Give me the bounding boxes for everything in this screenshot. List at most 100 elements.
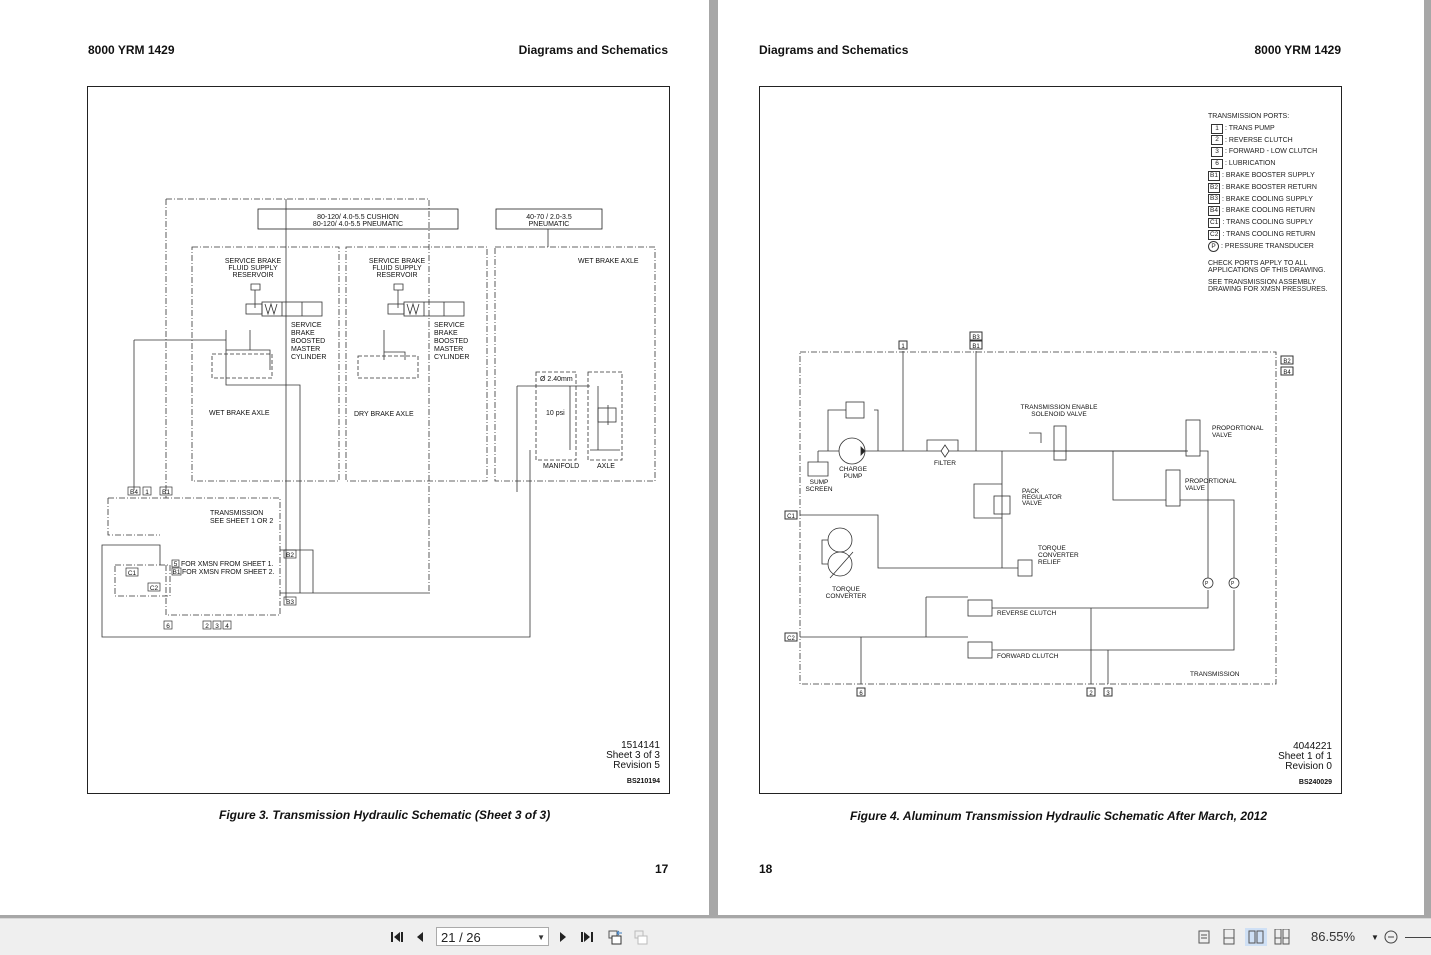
master-cylinder-label: BRAKE xyxy=(291,330,315,337)
torque-converter-icon xyxy=(827,527,853,553)
single-page-icon xyxy=(1198,930,1210,944)
legend-title: TRANSMISSION PORTS: xyxy=(1208,113,1290,120)
svg-text:B3: B3 xyxy=(972,335,980,341)
port-5: 5 xyxy=(171,559,180,568)
svg-text:3: 3 xyxy=(215,623,219,630)
legend-description: : TRANS COOLING RETURN xyxy=(1222,230,1316,238)
svg-text:4: 4 xyxy=(225,623,229,630)
last-page-button[interactable] xyxy=(578,928,596,946)
legend-item: B2: BRAKE BOOSTER RETURN xyxy=(1208,182,1328,194)
forward-clutch-icon xyxy=(967,641,993,659)
svg-text:5: 5 xyxy=(174,561,178,568)
previous-page-button[interactable] xyxy=(412,928,428,946)
pressure-label-2: 80-120/ 4.0-5.5 PNEUMATIC xyxy=(313,221,403,228)
pressure-label-4: PNEUMATIC xyxy=(529,221,570,228)
legend-description: : BRAKE BOOSTER RETURN xyxy=(1222,183,1317,191)
transmission-label: SEE SHEET 1 OR 2 xyxy=(210,518,273,525)
port-b2: B2 xyxy=(283,549,297,559)
legend-description: : LUBRICATION xyxy=(1225,160,1276,168)
master-cylinder-label: BOOSTED xyxy=(291,338,325,345)
legend-item: P: PRESSURE TRANSDUCER xyxy=(1208,241,1328,253)
reservoir-label: FLUID SUPPLY xyxy=(228,265,278,272)
relief-valve-icon xyxy=(845,401,865,419)
master-cylinder-label: BOOSTED xyxy=(434,338,468,345)
document-page-18: Diagrams and Schematics 8000 YRM 1429 TR… xyxy=(718,0,1424,915)
pack-regulator-label: REGULATOR xyxy=(1022,494,1062,501)
p-label: P xyxy=(1231,581,1235,587)
pressure-transducer-icon xyxy=(1202,577,1214,589)
port-symbol: 3 xyxy=(1211,147,1223,158)
svg-text:B4: B4 xyxy=(1283,370,1291,376)
legend-description: : TRANS PUMP xyxy=(1225,124,1275,132)
wet-brake-axle-label: WET BRAKE AXLE xyxy=(209,410,270,417)
next-page-button[interactable] xyxy=(555,928,571,946)
drawing-number: 4044221 xyxy=(1293,741,1332,752)
sump-screen-label: SUMP xyxy=(810,479,829,486)
wet-brake-axle-box xyxy=(191,246,340,482)
master-cylinder-label: SERVICE xyxy=(291,322,322,329)
port-symbol: C1 xyxy=(1208,218,1221,229)
orifice-label: Ø 2.40mm xyxy=(540,376,573,383)
legend-description: : TRANS COOLING SUPPLY xyxy=(1222,219,1314,227)
proportional-valve-label: VALVE xyxy=(1185,485,1206,492)
figure-caption: Figure 4. Aluminum Transmission Hydrauli… xyxy=(850,809,1268,823)
pressure-transducer-icon xyxy=(1228,577,1240,589)
svg-text:C1: C1 xyxy=(787,514,795,520)
page-dropdown-icon[interactable]: ▼ xyxy=(537,933,545,942)
drawing-info: 1514141 Sheet 3 of 3 Revision 5 xyxy=(606,741,660,771)
port-6: 6 xyxy=(856,687,866,697)
first-page-button[interactable] xyxy=(388,928,406,946)
proportional-valve-icon xyxy=(1185,419,1201,457)
zoom-slider[interactable] xyxy=(1405,937,1431,938)
torque-converter-relief-icon xyxy=(1017,559,1033,577)
reservoir-label: RESERVOIR xyxy=(232,272,273,279)
charge-pump-label: CHARGE xyxy=(839,466,867,473)
transmission-label: TRANSMISSION xyxy=(1190,671,1240,678)
pack-regulator-valve-icon xyxy=(993,495,1011,515)
port-c1: C1 xyxy=(784,510,798,520)
reverse-clutch-icon xyxy=(967,599,993,617)
port-6: 6 xyxy=(163,620,173,630)
continuous-view-button[interactable] xyxy=(1219,928,1239,946)
port-symbol: B2 xyxy=(1208,182,1220,193)
svg-text:B2: B2 xyxy=(286,552,294,559)
single-page-view-button[interactable] xyxy=(1194,928,1214,946)
port-2: 2 xyxy=(1086,687,1096,697)
next-view-button[interactable] xyxy=(631,928,651,946)
last-page-icon xyxy=(581,932,593,942)
drawing-code: BS210194 xyxy=(626,778,660,785)
torque-converter-label: TORQUE xyxy=(832,586,860,593)
port-3: 3 xyxy=(212,620,222,630)
svg-text:6: 6 xyxy=(166,623,170,630)
facing-pages-icon xyxy=(1248,930,1264,944)
sheet-number: Sheet 1 of 1 xyxy=(1278,751,1332,762)
pack-regulator-label: VALVE xyxy=(1022,500,1043,507)
port-b4: B4 xyxy=(127,486,141,496)
zoom-out-button[interactable] xyxy=(1382,928,1400,946)
svg-text:C2: C2 xyxy=(787,636,795,642)
facing-view-button[interactable] xyxy=(1245,928,1267,946)
legend-item: C2: TRANS COOLING RETURN xyxy=(1208,229,1328,241)
svg-text:6: 6 xyxy=(859,691,863,697)
legend-item: 1: TRANS PUMP xyxy=(1208,123,1328,135)
reservoir-label: RESERVOIR xyxy=(376,272,417,279)
svg-text:2: 2 xyxy=(1089,691,1093,697)
svg-text:B1: B1 xyxy=(173,569,181,576)
first-page-icon xyxy=(391,932,403,942)
page-number-input[interactable]: 21 / 26 ▼ xyxy=(436,927,549,946)
torque-converter-relief-label: CONVERTER xyxy=(1038,552,1079,559)
continuous-facing-view-button[interactable] xyxy=(1272,928,1292,946)
wet-brake-axle-label: WET BRAKE AXLE xyxy=(578,258,639,265)
zoom-dropdown-button[interactable]: ▼ xyxy=(1370,928,1380,946)
port-b1-note: B1 xyxy=(171,567,182,576)
previous-view-button[interactable] xyxy=(605,928,625,946)
transmission-boundary xyxy=(799,351,1277,685)
port-c2: C2 xyxy=(784,632,798,642)
xmsn-note: FOR XMSN FROM SHEET 2. xyxy=(182,569,274,576)
proportional-valve-icon xyxy=(1165,469,1181,507)
filter-label: FILTER xyxy=(934,460,956,467)
zoom-level[interactable]: 86.55% xyxy=(1311,929,1356,944)
port-4: 4 xyxy=(222,620,232,630)
port-b2: B2 xyxy=(1280,355,1294,365)
port-symbol: 1 xyxy=(1211,123,1223,134)
